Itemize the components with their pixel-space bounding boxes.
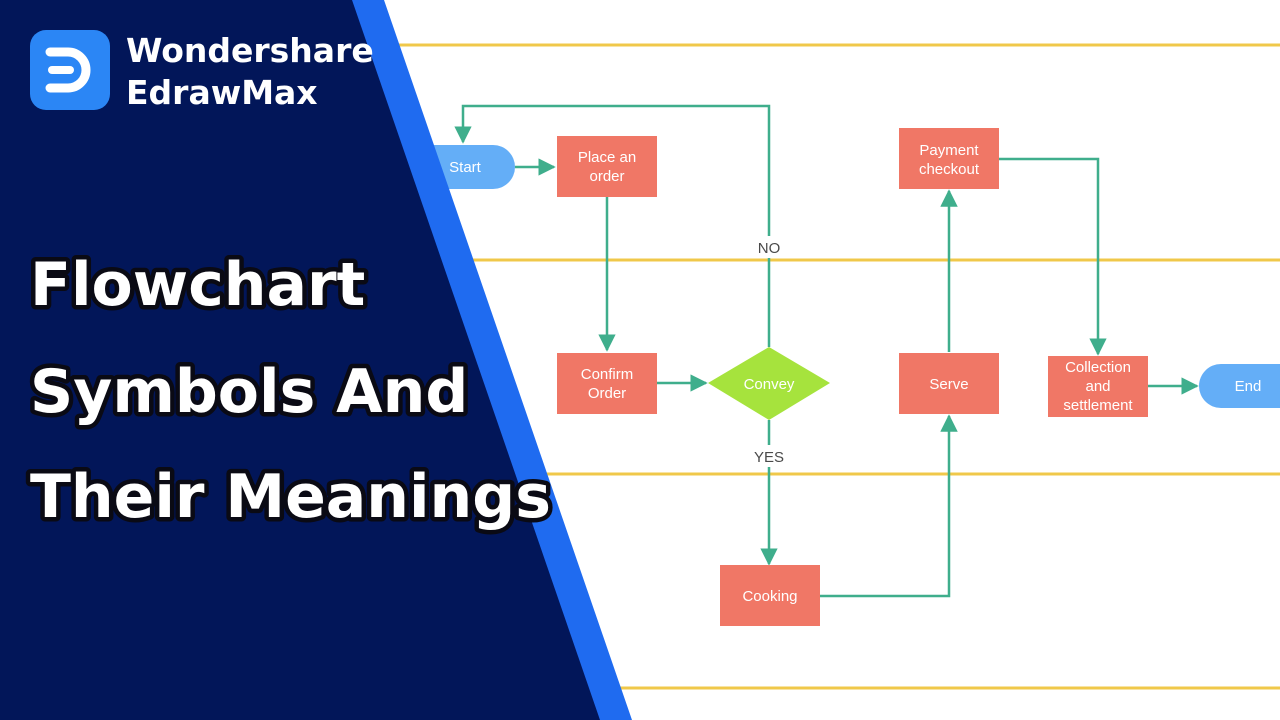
node-label: order [589, 168, 624, 185]
node-convey: Convey [708, 347, 830, 420]
process-shape [899, 353, 999, 414]
node-collection-and-settlement: Collection and settlement [1048, 356, 1148, 417]
edge-label-yes: YES [754, 449, 784, 466]
node-label: Collection [1065, 359, 1131, 376]
node-label: Start [449, 159, 482, 176]
connectors [454, 104, 1199, 598]
node-label: checkout [919, 161, 980, 178]
process-shape [1048, 356, 1148, 417]
connector-convey-no-loop [454, 104, 771, 347]
node-label: Place an [578, 149, 636, 166]
node-label: Cooking [742, 588, 797, 605]
node-label: Serve [929, 376, 968, 393]
navy-title-panel [0, 0, 600, 720]
node-label: Confirm [581, 366, 634, 383]
headline-line1: Flowchart [30, 250, 365, 320]
decision-shape [708, 347, 830, 420]
brand-name-line1: Wondershare [126, 31, 374, 70]
node-confirm-order: Confirm Order [557, 353, 657, 414]
node-serve: Serve [899, 353, 999, 414]
node-payment-checkout: Payment checkout [899, 128, 999, 189]
brand: Wondershare EdrawMax [30, 30, 374, 112]
node-label: Convey [744, 376, 795, 393]
process-shape [557, 136, 657, 197]
edrawmax-logo-icon [30, 30, 110, 110]
node-label: Order [588, 385, 626, 402]
brand-name-line2: EdrawMax [126, 73, 318, 112]
process-shape [899, 128, 999, 189]
connector-cooking-to-serve [820, 414, 958, 598]
process-shape [720, 565, 820, 626]
node-label: and [1085, 378, 1110, 395]
connector-payment-to-collection [999, 157, 1107, 356]
node-cooking: Cooking [720, 565, 820, 626]
edge-label-bg [748, 445, 790, 467]
edge-label-bg [752, 236, 786, 258]
terminal-shape [1199, 364, 1280, 408]
process-shape [557, 353, 657, 414]
node-label: End [1235, 378, 1262, 395]
node-label: Payment [919, 142, 979, 159]
headline: Flowchart Symbols And Their Meanings [26, 246, 556, 537]
node-end: End [1199, 364, 1280, 408]
headline-line2: Symbols And [30, 357, 468, 427]
node-label: settlement [1063, 397, 1133, 414]
node-place-an-order: Place an order [557, 136, 657, 197]
edge-label-no: NO [758, 240, 781, 257]
blue-diagonal-stripe [350, 0, 632, 720]
headline-line3: Their Meanings [30, 462, 551, 532]
